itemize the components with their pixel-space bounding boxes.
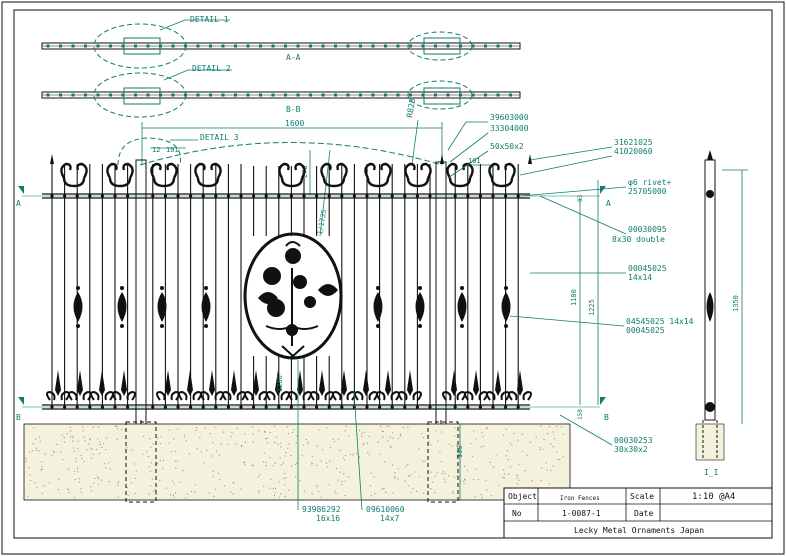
side-view-label: I_I: [704, 468, 719, 477]
section-aa-label: A-A: [286, 53, 301, 62]
object-label: Object: [508, 492, 537, 501]
side-elevation: 1350 I_I: [695, 150, 748, 477]
dim-12: 12: [152, 146, 160, 154]
right-dimensions: 1100 1225 83 150 1280: [276, 180, 599, 420]
scale-label: Scale: [630, 492, 654, 501]
company-name: Lecky Metal Ornaments Japan: [574, 526, 704, 535]
callout-33304000: 33304000: [490, 124, 529, 133]
no-label: No: [512, 509, 522, 518]
dim-101-left: 101: [166, 146, 179, 154]
callouts: 39603000 33304000 50x50x2 31621025 41020…: [297, 113, 694, 523]
callout-16x16: 16x16: [316, 514, 340, 523]
drawing-border: [13, 9, 773, 539]
callout-09610060: 09610060: [366, 505, 405, 514]
dim-83: 83: [577, 194, 584, 202]
dim-1280: 1280: [276, 375, 284, 392]
medallion-flower: [258, 241, 338, 358]
detail-3-label: DETAIL 3: [200, 133, 239, 142]
detail-2-label: DETAIL 2: [192, 64, 231, 73]
no-value: 1-0087-1: [562, 509, 601, 518]
section-bb-label: B-B: [286, 105, 301, 114]
callout-25705000: 25705000: [628, 187, 667, 196]
dim-1100: 1100: [570, 289, 578, 306]
callout-39603000: 39603000: [490, 113, 529, 122]
callout-00030095: 00030095: [628, 225, 667, 234]
callout-31621025: 31621025: [614, 138, 653, 147]
dim-1600: 1600: [285, 119, 304, 128]
title-block: Object Iron Fences Scale 1:10 @A4 No 1-0…: [503, 487, 773, 539]
dim-1350: 1350: [732, 295, 740, 312]
callout-50x50x2: 50x50x2: [490, 142, 524, 151]
callout-rivet: φ6 rivet+: [628, 178, 672, 187]
date-label: Date: [634, 509, 653, 518]
detail-1-label: DETAIL 1: [190, 15, 229, 24]
section-b-left: B: [16, 413, 21, 422]
callout-30x30x2: 30x30x2: [614, 445, 648, 454]
fence-elevation: A A B B: [16, 142, 611, 453]
section-b-right: B: [604, 413, 609, 422]
callout-41020060: 41020060: [614, 147, 653, 156]
callout-00045025-a: 00045025: [628, 264, 667, 273]
dim-r828: R828: [405, 98, 417, 119]
dim-101-right: 101: [468, 157, 481, 165]
callout-14x14-a: 14x14: [628, 273, 652, 282]
dim-300: 300: [456, 445, 464, 458]
section-a-left: A: [16, 199, 21, 208]
callout-14x7: 14x7: [380, 514, 399, 523]
dim-150: 150: [577, 409, 584, 420]
callout-93986292: 93986292: [302, 505, 341, 514]
section-a-right: A: [606, 199, 611, 208]
dim-1225: 1225: [588, 299, 596, 316]
callout-00045025-b: 00045025: [626, 326, 665, 335]
plan-view-aa: DETAIL 1 A-A: [41, 15, 521, 69]
medallion-ring: [243, 232, 343, 360]
ground-footing: 300: [23, 421, 571, 503]
callout-00030253: 00030253: [614, 436, 653, 445]
scale-value: 1:10 @A4: [692, 492, 735, 502]
callout-8x30: 8x30 double: [612, 235, 665, 244]
object-value: Iron Fences: [560, 495, 600, 502]
plan-view-bb: DETAIL 2 B-B: [41, 64, 521, 118]
callout-04545025: 04545025 14x14: [626, 317, 694, 326]
